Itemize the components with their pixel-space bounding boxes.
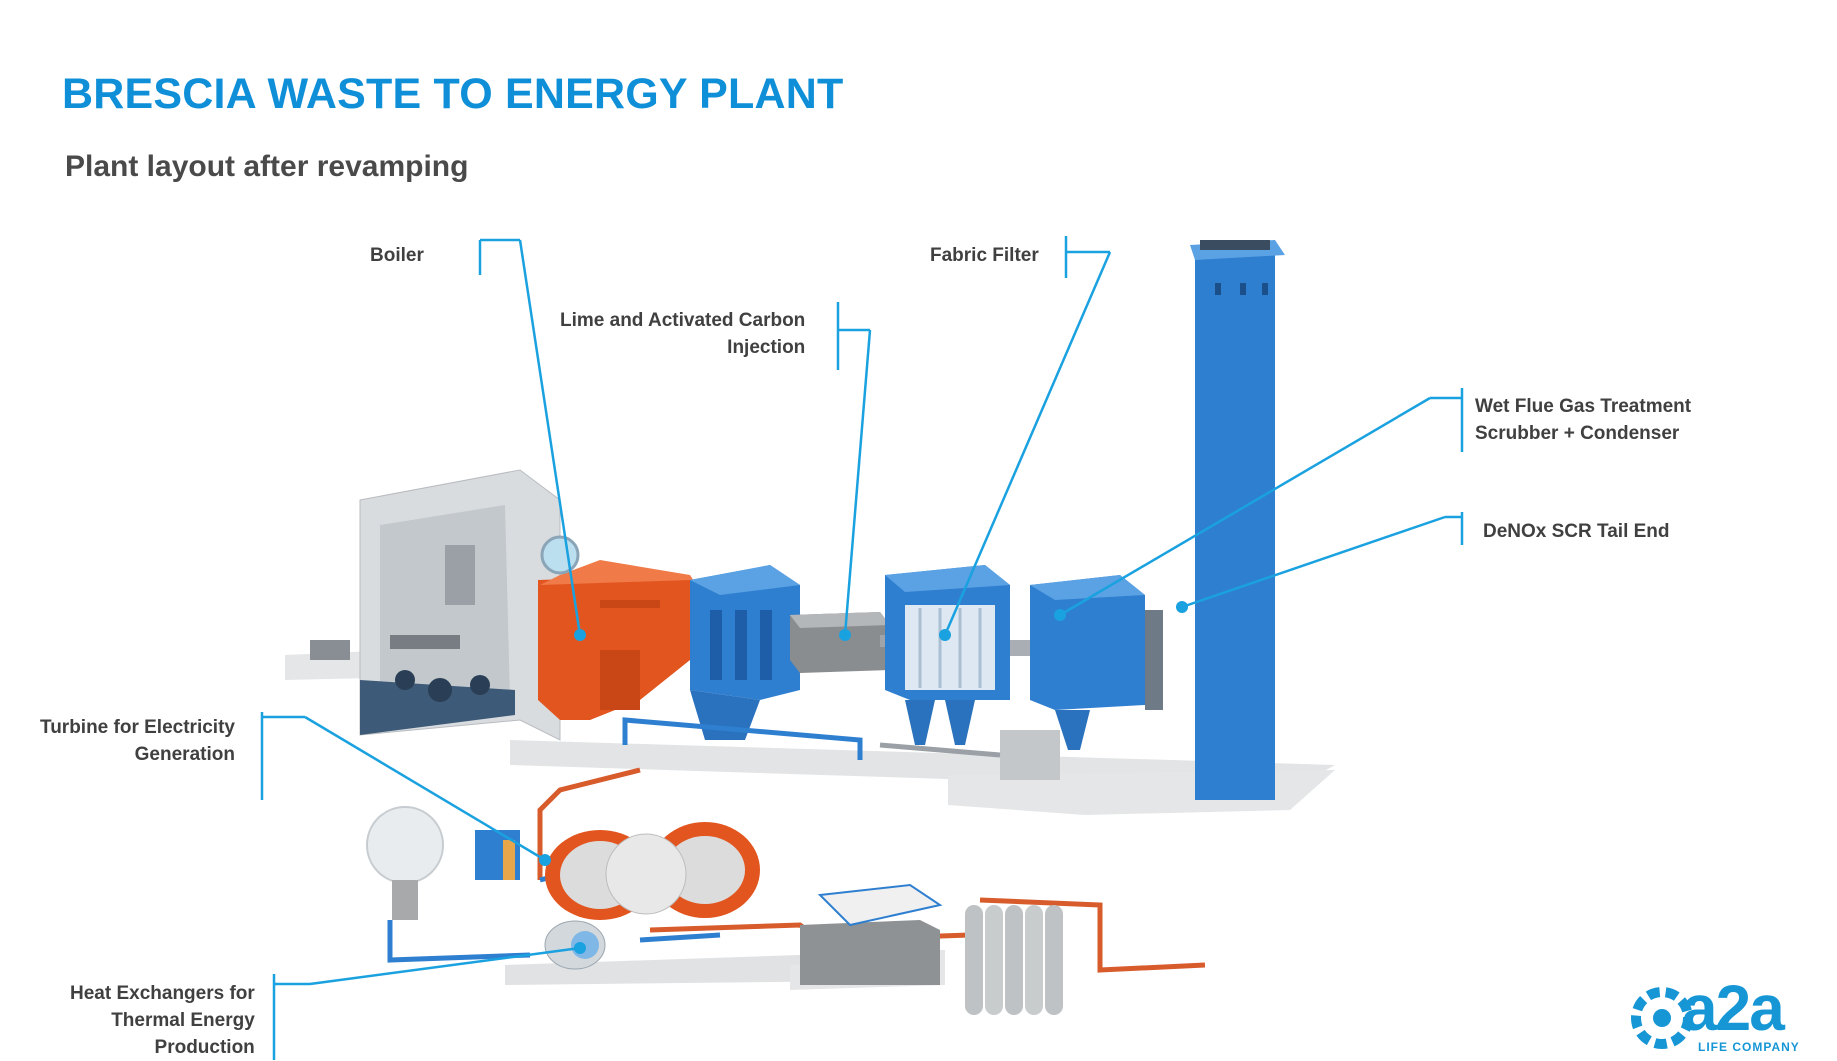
logo-wordmark: a2a bbox=[1682, 972, 1785, 1044]
leader-lines bbox=[260, 236, 1464, 1060]
pipe-network bbox=[387, 717, 1206, 973]
light-bulb bbox=[366, 806, 444, 920]
label-heat-exchangers: Heat Exchangers for Thermal Energy Produ… bbox=[70, 983, 255, 1058]
label-boiler: Boiler bbox=[370, 245, 424, 266]
label-fabric-filter: Fabric Filter bbox=[930, 245, 1039, 266]
boiler-unit bbox=[538, 535, 700, 720]
label-turbine: Turbine for Electricity Generation bbox=[40, 717, 235, 765]
chimney-stack bbox=[1190, 240, 1285, 800]
heat-recovery-unit bbox=[690, 565, 800, 740]
label-lime-injection: Lime and Activated Carbon Injection bbox=[560, 310, 806, 358]
label-wet-flue-gas: Wet Flue Gas Treatment Scrubber + Conden… bbox=[1475, 396, 1692, 444]
turbine-units bbox=[545, 822, 760, 920]
scrubber-unit bbox=[1000, 575, 1163, 780]
label-denox: DeNOx SCR Tail End bbox=[1483, 521, 1670, 542]
page-subtitle: Plant layout after revamping bbox=[65, 150, 469, 183]
waste-bunker bbox=[310, 469, 561, 741]
radiator bbox=[965, 905, 1063, 1015]
page-title: BRESCIA WASTE TO ENERGY PLANT bbox=[62, 70, 844, 118]
fabric-filter-unit bbox=[885, 565, 1045, 745]
generator-unit bbox=[475, 830, 520, 880]
logo-tagline: LIFE COMPANY bbox=[1698, 1040, 1800, 1054]
a2a-logo-mark bbox=[1631, 987, 1693, 1049]
